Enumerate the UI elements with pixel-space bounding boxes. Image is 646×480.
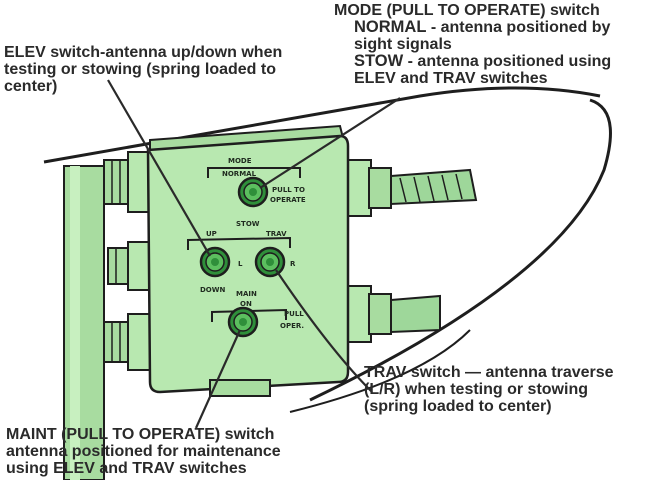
trav-switch-knob[interactable] — [254, 246, 286, 278]
leader-trav — [275, 269, 373, 393]
panel-label-trav: TRAV — [266, 230, 287, 238]
panel-label-operate: OPERATE — [270, 196, 306, 204]
elev-callout: ELEV switch-antenna up/down when testing… — [4, 44, 282, 95]
maint-callout-line3: using ELEV and TRAV switches — [6, 460, 247, 477]
mode-normal-desc: - antenna positioned by — [426, 19, 611, 36]
left-connector-mid — [107, 241, 151, 291]
leader-lines — [107, 79, 401, 429]
maint-callout: MAINT (PULL TO OPERATE) switch antenna p… — [6, 426, 281, 477]
mode-stow-desc: - antenna positioned using — [403, 53, 612, 70]
maint-callout-line2: antenna positioned for maintenance — [6, 443, 281, 460]
elev-switch-knob[interactable] — [199, 246, 231, 278]
panel-label-normal: NORMAL — [222, 170, 257, 178]
panel-label-pull-to: PULL TO — [272, 186, 305, 194]
vehicle-lower-edge — [289, 329, 471, 413]
mode-switch-knob[interactable] — [237, 176, 269, 208]
panel-label-stow: STOW — [236, 220, 260, 228]
mode-stow-desc2: ELEV and TRAV switches — [354, 70, 548, 87]
mode-callout-title: MODE (PULL TO OPERATE) — [334, 2, 546, 19]
trav-callout-line2: (L/R) when testing or stowing — [364, 381, 588, 398]
mode-callout: MODE (PULL TO OPERATE) switch NORMAL - a… — [334, 2, 611, 87]
leader-mode — [259, 97, 401, 189]
mode-callout-title-rest: switch — [545, 2, 600, 19]
elev-callout-line1: ELEV switch-antenna up/down when — [4, 44, 283, 61]
mode-normal-desc2: sight signals — [354, 36, 452, 53]
maint-callout-title-rest: switch — [220, 426, 275, 443]
panel-label-oper: OPER. — [280, 322, 304, 330]
panel-label-pull: PULL — [284, 310, 304, 318]
right-connector-top — [344, 159, 478, 217]
elev-callout-line2: testing or stowing (spring loaded to — [4, 61, 276, 78]
elev-callout-line3: center) — [4, 78, 58, 95]
vehicle-right-curve — [309, 98, 612, 402]
vehicle-top-edge — [43, 86, 601, 164]
panel-label-down: DOWN — [200, 286, 225, 294]
panel-label-mode: MODE — [228, 157, 252, 165]
panel-label-main: MAIN — [236, 290, 257, 298]
left-frame-bar — [63, 165, 105, 480]
mode-normal-key: NORMAL — [354, 18, 427, 36]
maint-callout-title: MAINT (PULL TO OPERATE) — [6, 426, 221, 443]
trav-callout: TRAV switch — antenna traverse (L/R) whe… — [364, 364, 614, 415]
leader-elev — [107, 79, 211, 257]
panel-label-up: UP — [206, 230, 217, 238]
panel-label-on: ON — [240, 300, 252, 308]
panel-label-r: R — [290, 260, 296, 268]
trav-callout-line1: TRAV switch — antenna traverse — [364, 364, 614, 381]
mode-stow-key: STOW — [354, 52, 404, 70]
maint-switch-knob[interactable] — [227, 306, 259, 338]
right-connector-low — [344, 285, 441, 343]
left-connector-top — [103, 151, 153, 213]
trav-callout-line3: (spring loaded to center) — [364, 398, 552, 415]
panel-label-l: L — [238, 260, 243, 268]
left-connector-low — [103, 313, 153, 371]
control-box — [146, 134, 350, 397]
leader-maint — [194, 329, 242, 429]
